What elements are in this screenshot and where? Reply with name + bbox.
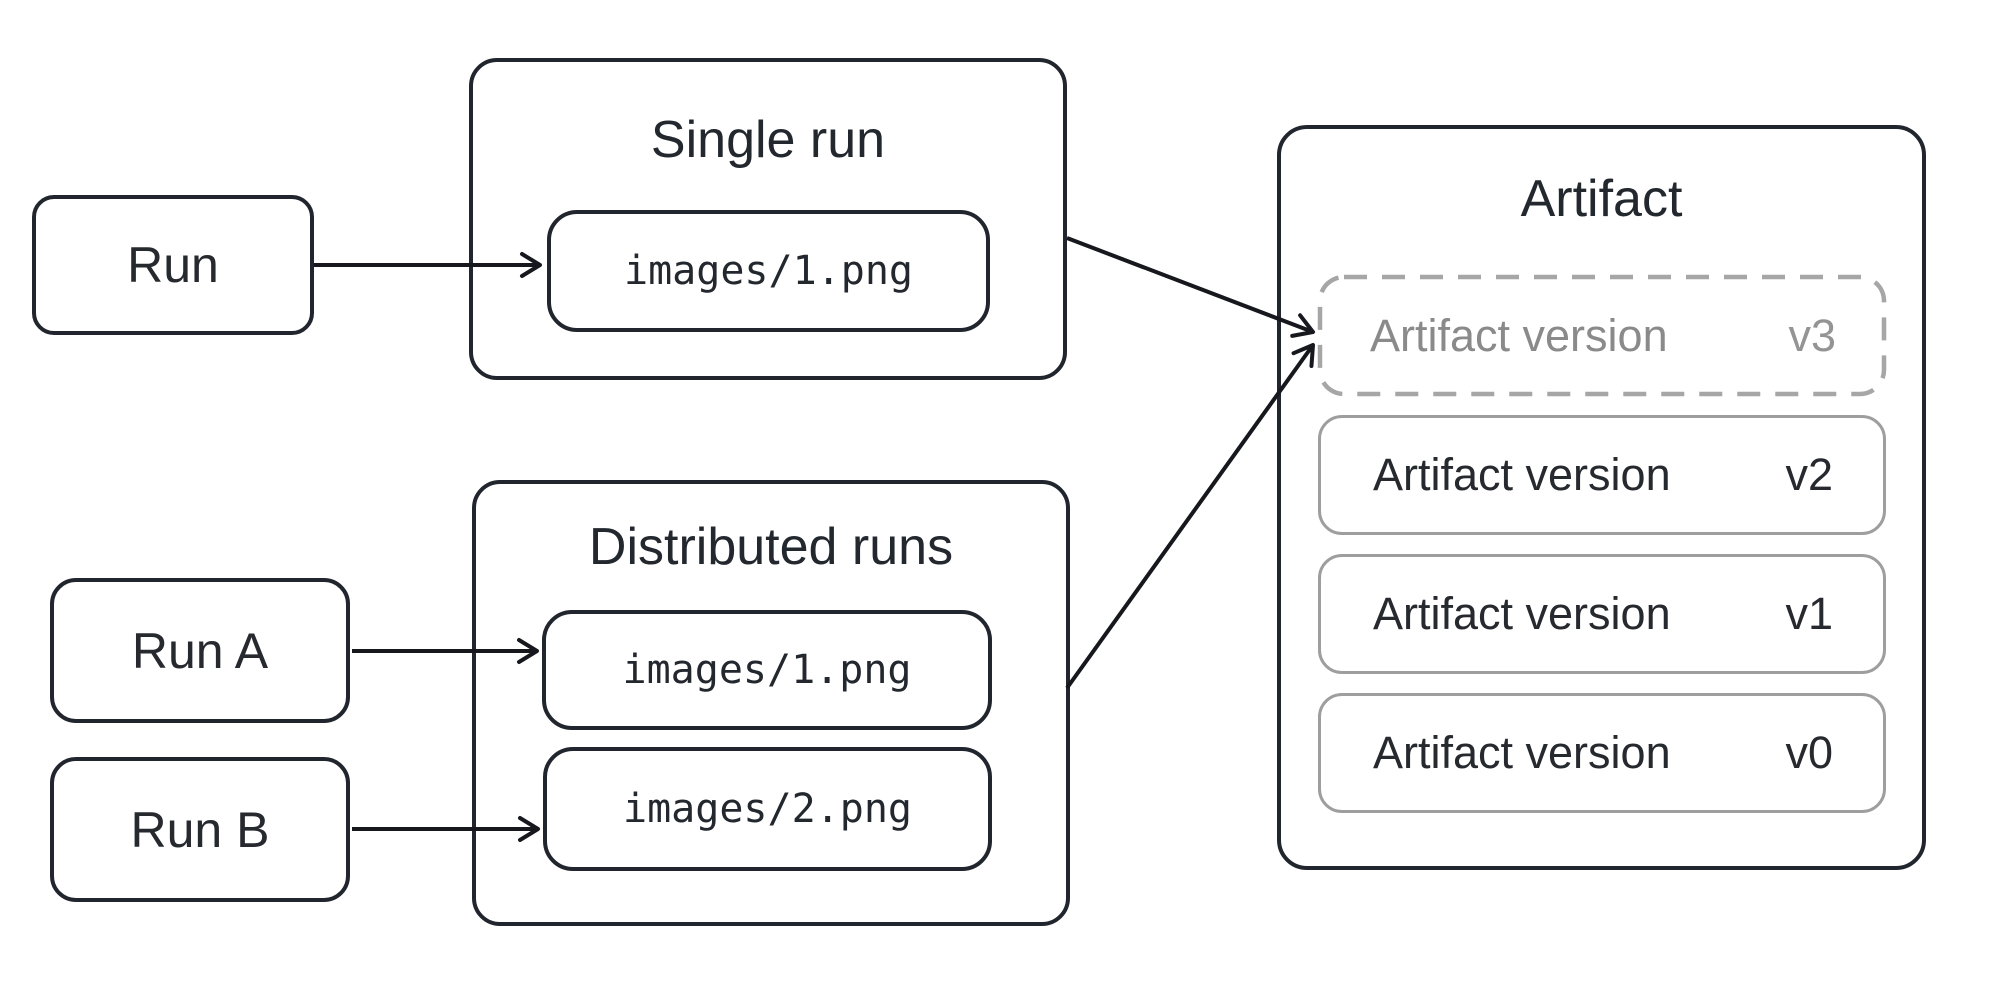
- artifact-version-v2-label: Artifact version: [1373, 449, 1671, 500]
- artifact-version-v1-label: Artifact version: [1373, 588, 1671, 639]
- artifact-version-v1: Artifact version v1: [1318, 554, 1886, 674]
- artifact-group-title: Artifact: [1520, 170, 1683, 228]
- single-run-file-label: images/1.png: [624, 248, 913, 294]
- artifact-version-v0-tag: v0: [1785, 727, 1833, 778]
- distributed-file-box-1: images/1.png: [542, 610, 992, 730]
- artifact-version-v0: Artifact version v0: [1318, 693, 1886, 813]
- run-a-node: Run A: [50, 578, 350, 723]
- single-run-group-title: Single run: [650, 111, 886, 169]
- distributed-file-label-1: images/1.png: [622, 647, 912, 693]
- run-b-node-label: Run B: [130, 801, 270, 858]
- artifact-version-v0-label: Artifact version: [1373, 727, 1671, 778]
- artifact-version-v1-tag: v1: [1785, 588, 1833, 639]
- distributed-file-box-2: images/2.png: [543, 747, 992, 871]
- run-node: Run: [32, 195, 314, 335]
- distributed-file-label-2: images/2.png: [623, 786, 912, 832]
- run-a-node-label: Run A: [131, 622, 269, 679]
- run-node-label: Run: [127, 237, 219, 293]
- single-run-file-box: images/1.png: [547, 210, 990, 332]
- artifact-version-v3-tag: v3: [1788, 309, 1836, 361]
- artifact-version-v2: Artifact version v2: [1318, 415, 1886, 535]
- artifact-version-v3: Artifact version v3: [1318, 275, 1886, 396]
- artifact-version-v2-tag: v2: [1785, 449, 1833, 500]
- artifact-version-v3-label: Artifact version: [1370, 309, 1668, 361]
- distributed-runs-group-title: Distributed runs: [588, 518, 954, 576]
- run-b-node: Run B: [50, 757, 350, 902]
